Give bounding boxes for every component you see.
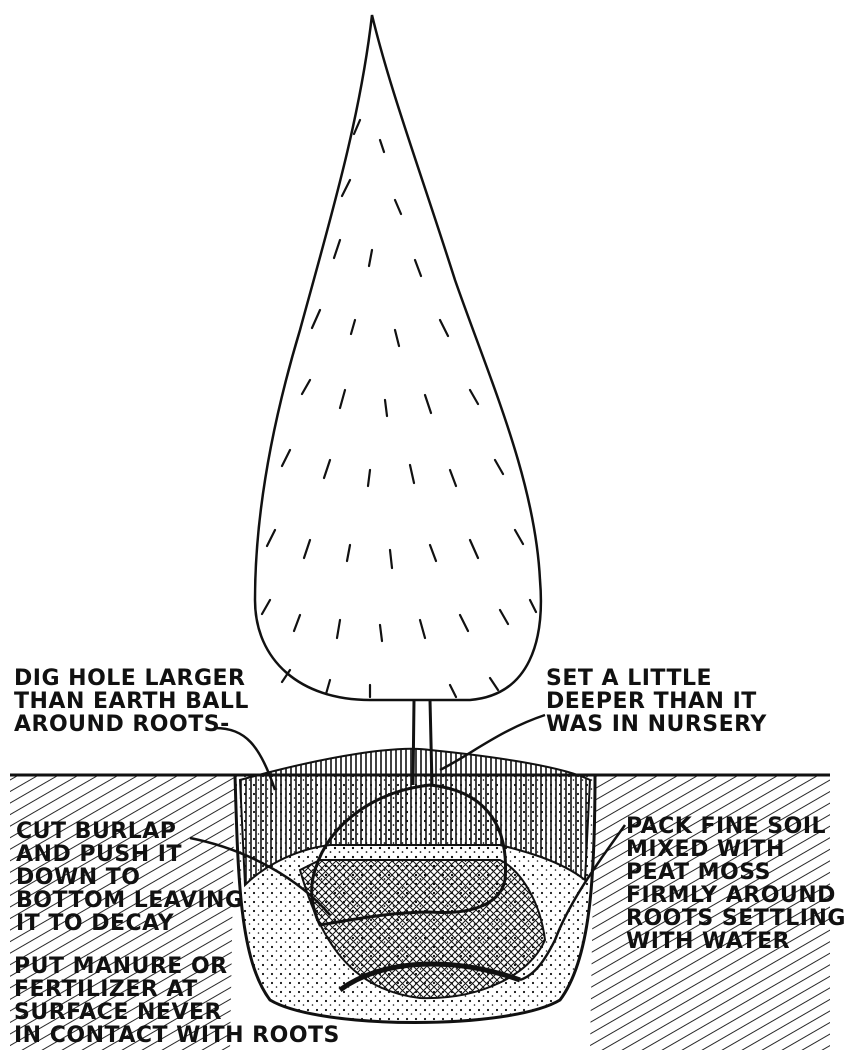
label-manure: PUT MANURE OR FERTILIZER AT SURFACE NEVE… — [14, 955, 340, 1047]
label-manure-line-2: FERTILIZER AT — [14, 978, 340, 1001]
label-pack-soil-line-6: WITH WATER — [626, 930, 845, 953]
label-manure-line-1: PUT MANURE OR — [14, 955, 340, 978]
label-pack-soil-line-1: PACK FINE SOIL — [626, 815, 845, 838]
label-cut-burlap-line-2: AND PUSH IT — [16, 843, 244, 866]
tree-crown — [255, 15, 541, 700]
label-dig-hole-line-2: THAN EARTH BALL — [14, 690, 249, 713]
label-cut-burlap-line-5: IT TO DECAY — [16, 912, 244, 935]
label-pack-soil-line-2: MIXED WITH — [626, 838, 845, 861]
label-cut-burlap-line-4: BOTTOM LEAVING — [16, 889, 244, 912]
label-cut-burlap: CUT BURLAP AND PUSH IT DOWN TO BOTTOM LE… — [16, 820, 244, 935]
label-set-deeper: SET A LITTLE DEEPER THAN IT WAS IN NURSE… — [546, 667, 767, 736]
label-cut-burlap-line-3: DOWN TO — [16, 866, 244, 889]
label-set-deeper-line-1: SET A LITTLE — [546, 667, 767, 690]
label-dig-hole-line-1: DIG HOLE LARGER — [14, 667, 249, 690]
label-pack-soil-line-5: ROOTS SETTLING — [626, 907, 845, 930]
label-dig-hole-line-3: AROUND ROOTS- — [14, 713, 249, 736]
label-pack-soil: PACK FINE SOIL MIXED WITH PEAT MOSS FIRM… — [626, 815, 845, 953]
label-cut-burlap-line-1: CUT BURLAP — [16, 820, 244, 843]
label-pack-soil-line-4: FIRMLY AROUND — [626, 884, 845, 907]
label-manure-line-3: SURFACE NEVER — [14, 1001, 340, 1024]
label-manure-line-4: IN CONTACT WITH ROOTS — [14, 1024, 340, 1047]
label-dig-hole: DIG HOLE LARGER THAN EARTH BALL AROUND R… — [14, 667, 249, 736]
label-pack-soil-line-3: PEAT MOSS — [626, 861, 845, 884]
label-set-deeper-line-3: WAS IN NURSERY — [546, 713, 767, 736]
label-set-deeper-line-2: DEEPER THAN IT — [546, 690, 767, 713]
